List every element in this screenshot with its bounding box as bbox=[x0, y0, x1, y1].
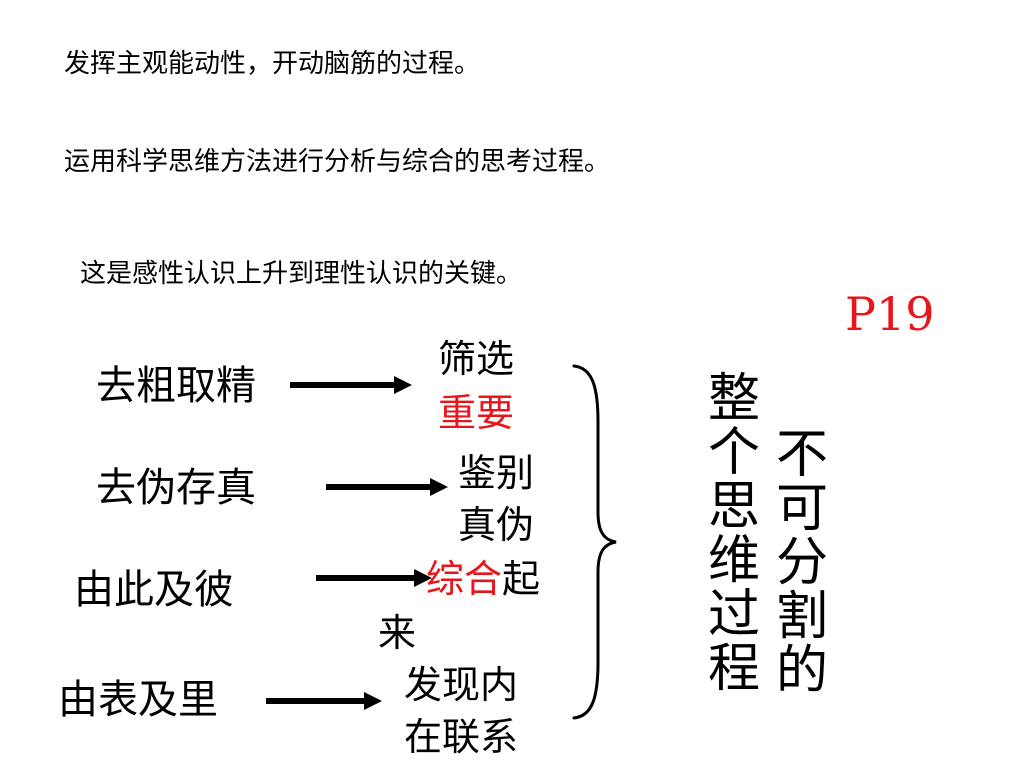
vertical-char: 程 bbox=[707, 639, 760, 699]
row4-left-label: 由表及里 bbox=[58, 677, 218, 723]
vertical-char: 过 bbox=[707, 585, 760, 645]
vertical-char: 可 bbox=[775, 479, 828, 539]
vertical-char: 维 bbox=[707, 531, 760, 591]
row3-right-red: 综合 bbox=[426, 557, 503, 601]
row2-right-bottom: 真伪 bbox=[458, 503, 535, 547]
row4-right-top: 发现内 bbox=[404, 663, 519, 707]
vertical-char: 个 bbox=[707, 423, 760, 483]
row2-left-label: 去伪存真 bbox=[96, 465, 256, 511]
vertical-char: 不 bbox=[775, 425, 828, 485]
vertical-char: 的 bbox=[775, 641, 828, 701]
vertical-char: 割 bbox=[775, 587, 828, 647]
row2-arrow bbox=[326, 478, 448, 496]
row1-arrow bbox=[290, 376, 412, 394]
row1-right-bottom: 重要 bbox=[438, 391, 515, 435]
row3-right-black: 起 bbox=[502, 557, 541, 601]
vertical-char: 思 bbox=[707, 477, 760, 537]
row4-arrow bbox=[266, 692, 382, 710]
row3-right-line: 综合起 bbox=[426, 556, 540, 602]
text-line-3: 这是感性认识上升到理性认识的关键。 bbox=[80, 259, 523, 289]
row1-left-label: 去粗取精 bbox=[96, 363, 256, 409]
text-line-1: 发挥主观能动性，开动脑筋的过程。 bbox=[64, 49, 481, 79]
row3-left-label: 由此及彼 bbox=[74, 567, 234, 613]
row3-right-wrap: 来 bbox=[378, 611, 417, 655]
vertical-text-col1: 整 个 思 维 过 程 bbox=[704, 372, 764, 696]
row1-right-top: 筛选 bbox=[438, 337, 515, 381]
row4-right-bottom: 在联系 bbox=[404, 715, 519, 759]
text-line-2: 运用科学思维方法进行分析与综合的思考过程。 bbox=[64, 147, 611, 177]
vertical-char: 分 bbox=[775, 533, 828, 593]
curly-brace-icon bbox=[572, 364, 617, 720]
row3-arrow bbox=[316, 569, 432, 587]
vertical-char: 整 bbox=[707, 369, 760, 429]
page-reference: P19 bbox=[845, 287, 935, 341]
row2-right-top: 鉴别 bbox=[458, 451, 535, 495]
vertical-text-col2: 不 可 分 割 的 bbox=[772, 428, 832, 698]
